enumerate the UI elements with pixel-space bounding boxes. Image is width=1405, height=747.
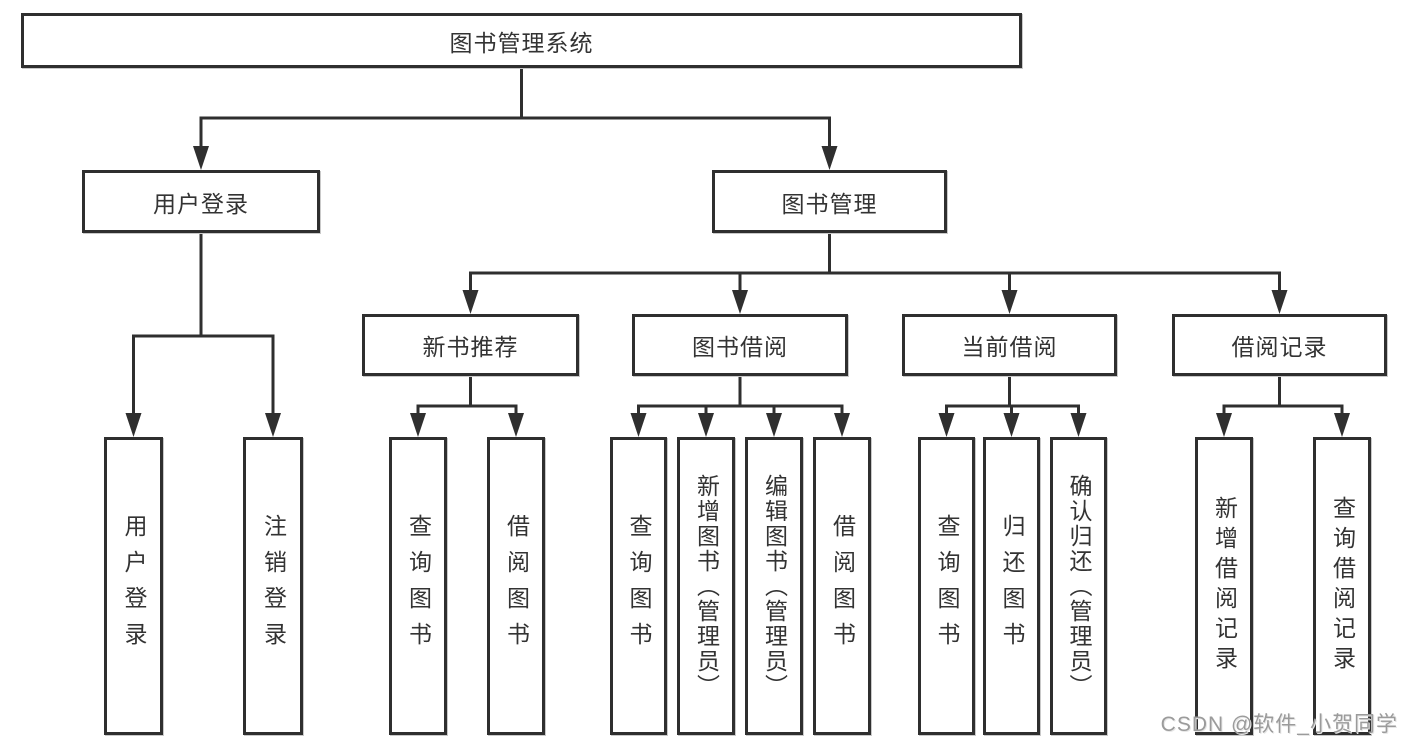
leaf-query-borrow-record: 查询借阅记录 [1313, 437, 1371, 735]
leaf-borrow-books-borrowing: 借阅图书 [813, 437, 871, 735]
leaf-query-books-current: 查询图书 [918, 437, 975, 735]
node-book-borrowing: 图书借阅 [632, 314, 848, 376]
node-new-book-recommend: 新书推荐 [362, 314, 579, 376]
leaf-add-borrow-record: 新增借阅记录 [1195, 437, 1253, 735]
leaf-return-books: 归还图书 [983, 437, 1040, 735]
node-current-borrowing: 当前借阅 [902, 314, 1117, 376]
arrowhead-icons [125, 146, 1350, 437]
node-borrowing-records: 借阅记录 [1172, 314, 1387, 376]
leaf-confirm-return-admin: 确认归还（管理员） [1050, 437, 1107, 735]
leaf-add-book-admin: 新增图书（管理员） [677, 437, 735, 735]
node-book-management: 图书管理 [712, 170, 947, 233]
leaf-user-login: 用户登录 [104, 437, 163, 735]
leaf-logout: 注销登录 [243, 437, 303, 735]
leaf-query-books-recommend: 查询图书 [389, 437, 447, 735]
leaf-edit-book-admin: 编辑图书（管理员） [745, 437, 803, 735]
node-system-root: 图书管理系统 [21, 13, 1022, 68]
leaf-borrow-books-recommend: 借阅图书 [487, 437, 545, 735]
node-user-login: 用户登录 [82, 170, 320, 233]
watermark: CSDN @软件_小贺同学 [1160, 713, 1398, 736]
leaf-query-books-borrowing: 查询图书 [610, 437, 667, 735]
